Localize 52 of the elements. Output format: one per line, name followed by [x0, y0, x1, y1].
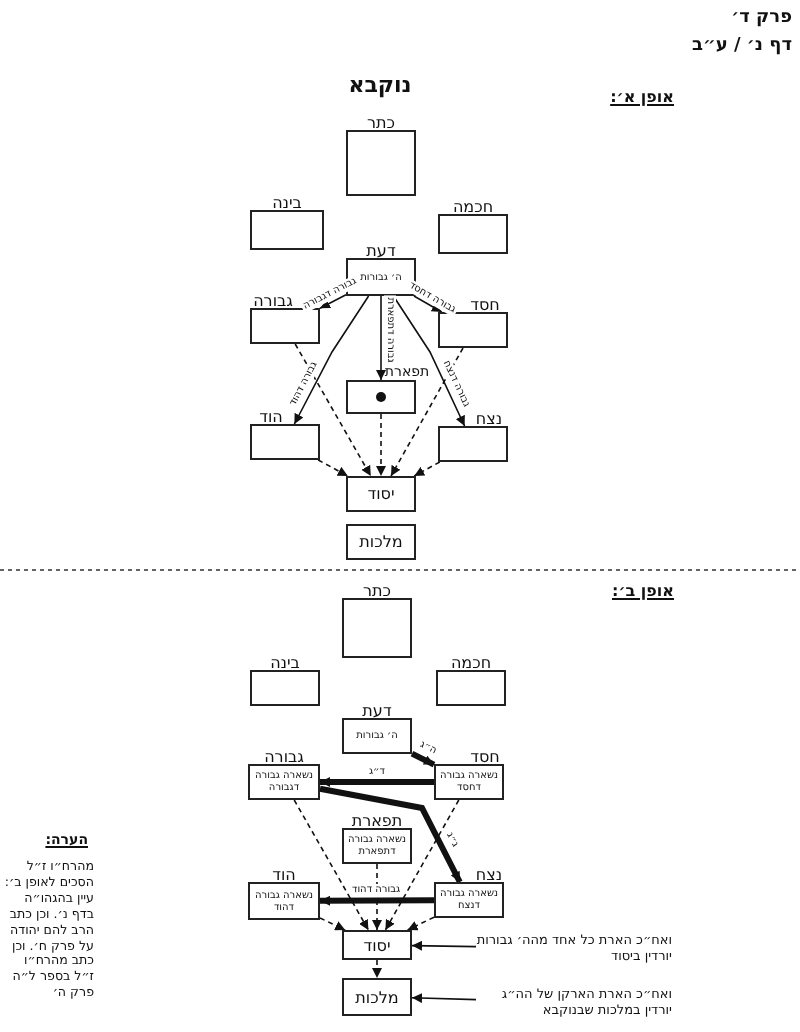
- sefirah-name: חכמה: [450, 654, 492, 672]
- arrow: [413, 295, 443, 313]
- arrow: [320, 777, 434, 787]
- sefirah-box: [342, 930, 412, 960]
- sefirah-name: מלכות: [353, 988, 401, 1006]
- sefirah-name: יסוד: [365, 485, 397, 503]
- arrow: [294, 343, 372, 477]
- arrow: [411, 993, 477, 1004]
- arrow: [319, 294, 347, 309]
- arrow: [390, 347, 464, 477]
- sefirah-name: בינה: [270, 654, 300, 672]
- arrow: [293, 799, 370, 931]
- arrow: [392, 295, 466, 427]
- sefirah-name: נצח: [475, 410, 503, 428]
- sefirah-name: דעת: [362, 702, 392, 720]
- sefirah-name: כתר: [366, 114, 395, 132]
- section-heading: אופן א׳:: [608, 88, 674, 108]
- arrow: [411, 940, 477, 951]
- sefirah-name: מלכות: [357, 533, 405, 551]
- arrow: [410, 750, 436, 768]
- sefirah-box: [346, 524, 416, 560]
- sefirah-name: נצח: [475, 866, 503, 884]
- sefirah-name: הוד: [272, 866, 296, 884]
- sefirah-name: דעת: [366, 242, 396, 260]
- section-heading: אופן ב׳:: [610, 582, 674, 602]
- sefirah-name: יסוד: [361, 936, 393, 954]
- sefirah-name: הוד: [259, 408, 283, 426]
- sefirah-name: חסד: [470, 748, 500, 766]
- sefirah-name: גבורה: [253, 292, 293, 310]
- arrow: [406, 916, 435, 931]
- arrow: [376, 413, 386, 477]
- sefirah-name: תפארת: [351, 812, 403, 830]
- arrow: [317, 459, 349, 477]
- sefirah-box: [346, 476, 416, 512]
- arrow: [319, 917, 346, 931]
- arrow: [413, 461, 441, 477]
- sefirah-name: חכמה: [452, 198, 494, 216]
- sefirah-name: כתר: [362, 582, 391, 600]
- arrow: [372, 863, 382, 931]
- chapter-heading: פרק ד׳: [729, 8, 792, 30]
- page-reference: דף נ׳ / ע״ב: [690, 36, 792, 58]
- arrow: [384, 799, 460, 931]
- arrow: [293, 295, 370, 425]
- diagram-title: נוקבא: [346, 72, 414, 98]
- arrow: [319, 785, 463, 884]
- sefirah-name: בינה: [272, 194, 302, 212]
- arrow: [376, 295, 386, 381]
- arrow: [372, 959, 382, 979]
- arrow: [319, 895, 435, 906]
- sefirah-box: [342, 978, 412, 1016]
- sefirah-name: חסד: [470, 296, 500, 314]
- sefirah-name: גבורה: [264, 748, 304, 766]
